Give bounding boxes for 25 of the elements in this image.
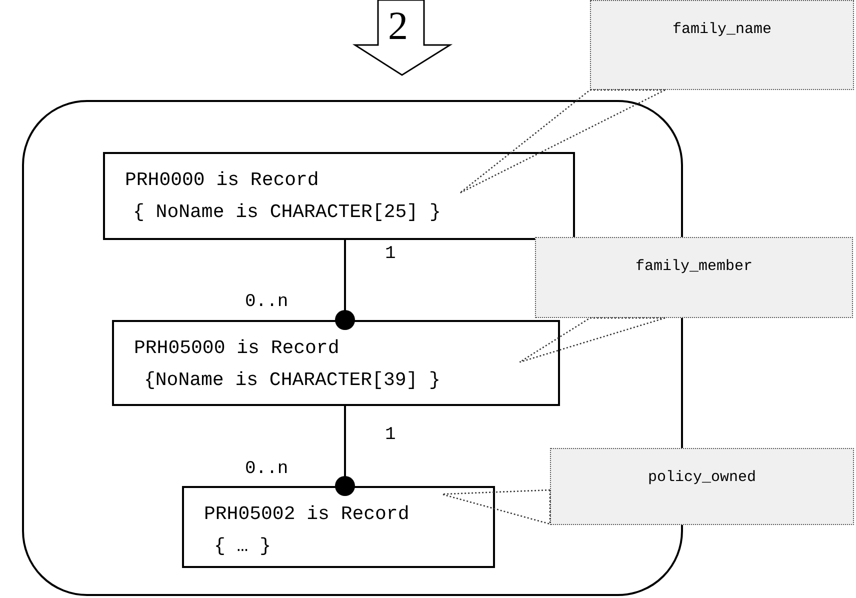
leader-line xyxy=(459,89,666,194)
digit-label: 2 xyxy=(388,4,408,48)
callout-box xyxy=(535,237,853,318)
callout-text: family_member xyxy=(635,258,753,277)
leader-line xyxy=(519,317,666,363)
record-name: PRH0000 is Record xyxy=(125,168,320,193)
callout-box xyxy=(590,0,854,90)
record-name: PRH05000 is Record xyxy=(134,336,340,361)
relationship-line xyxy=(335,406,355,496)
record-field: { … } xyxy=(214,530,493,562)
record-name: PRH05002 is Record xyxy=(204,502,410,527)
record-box xyxy=(112,320,560,406)
callout-text: policy_owned xyxy=(648,469,756,488)
cardinality-label: 1 xyxy=(385,244,396,264)
callout-box xyxy=(550,448,854,525)
cardinality-label: 0..n xyxy=(245,459,288,479)
cardinality-label: 0..n xyxy=(245,292,288,312)
record-field: { NoName is CHARACTER[25] } xyxy=(133,196,573,228)
relationship-line xyxy=(335,240,355,330)
record-box xyxy=(103,152,575,240)
record-box xyxy=(182,486,495,568)
callout-text: family_name xyxy=(672,21,772,40)
leader-line xyxy=(441,489,551,525)
cardinality-label: 1 xyxy=(385,425,396,445)
record-field: {NoName is CHARACTER[39] } xyxy=(144,364,558,396)
